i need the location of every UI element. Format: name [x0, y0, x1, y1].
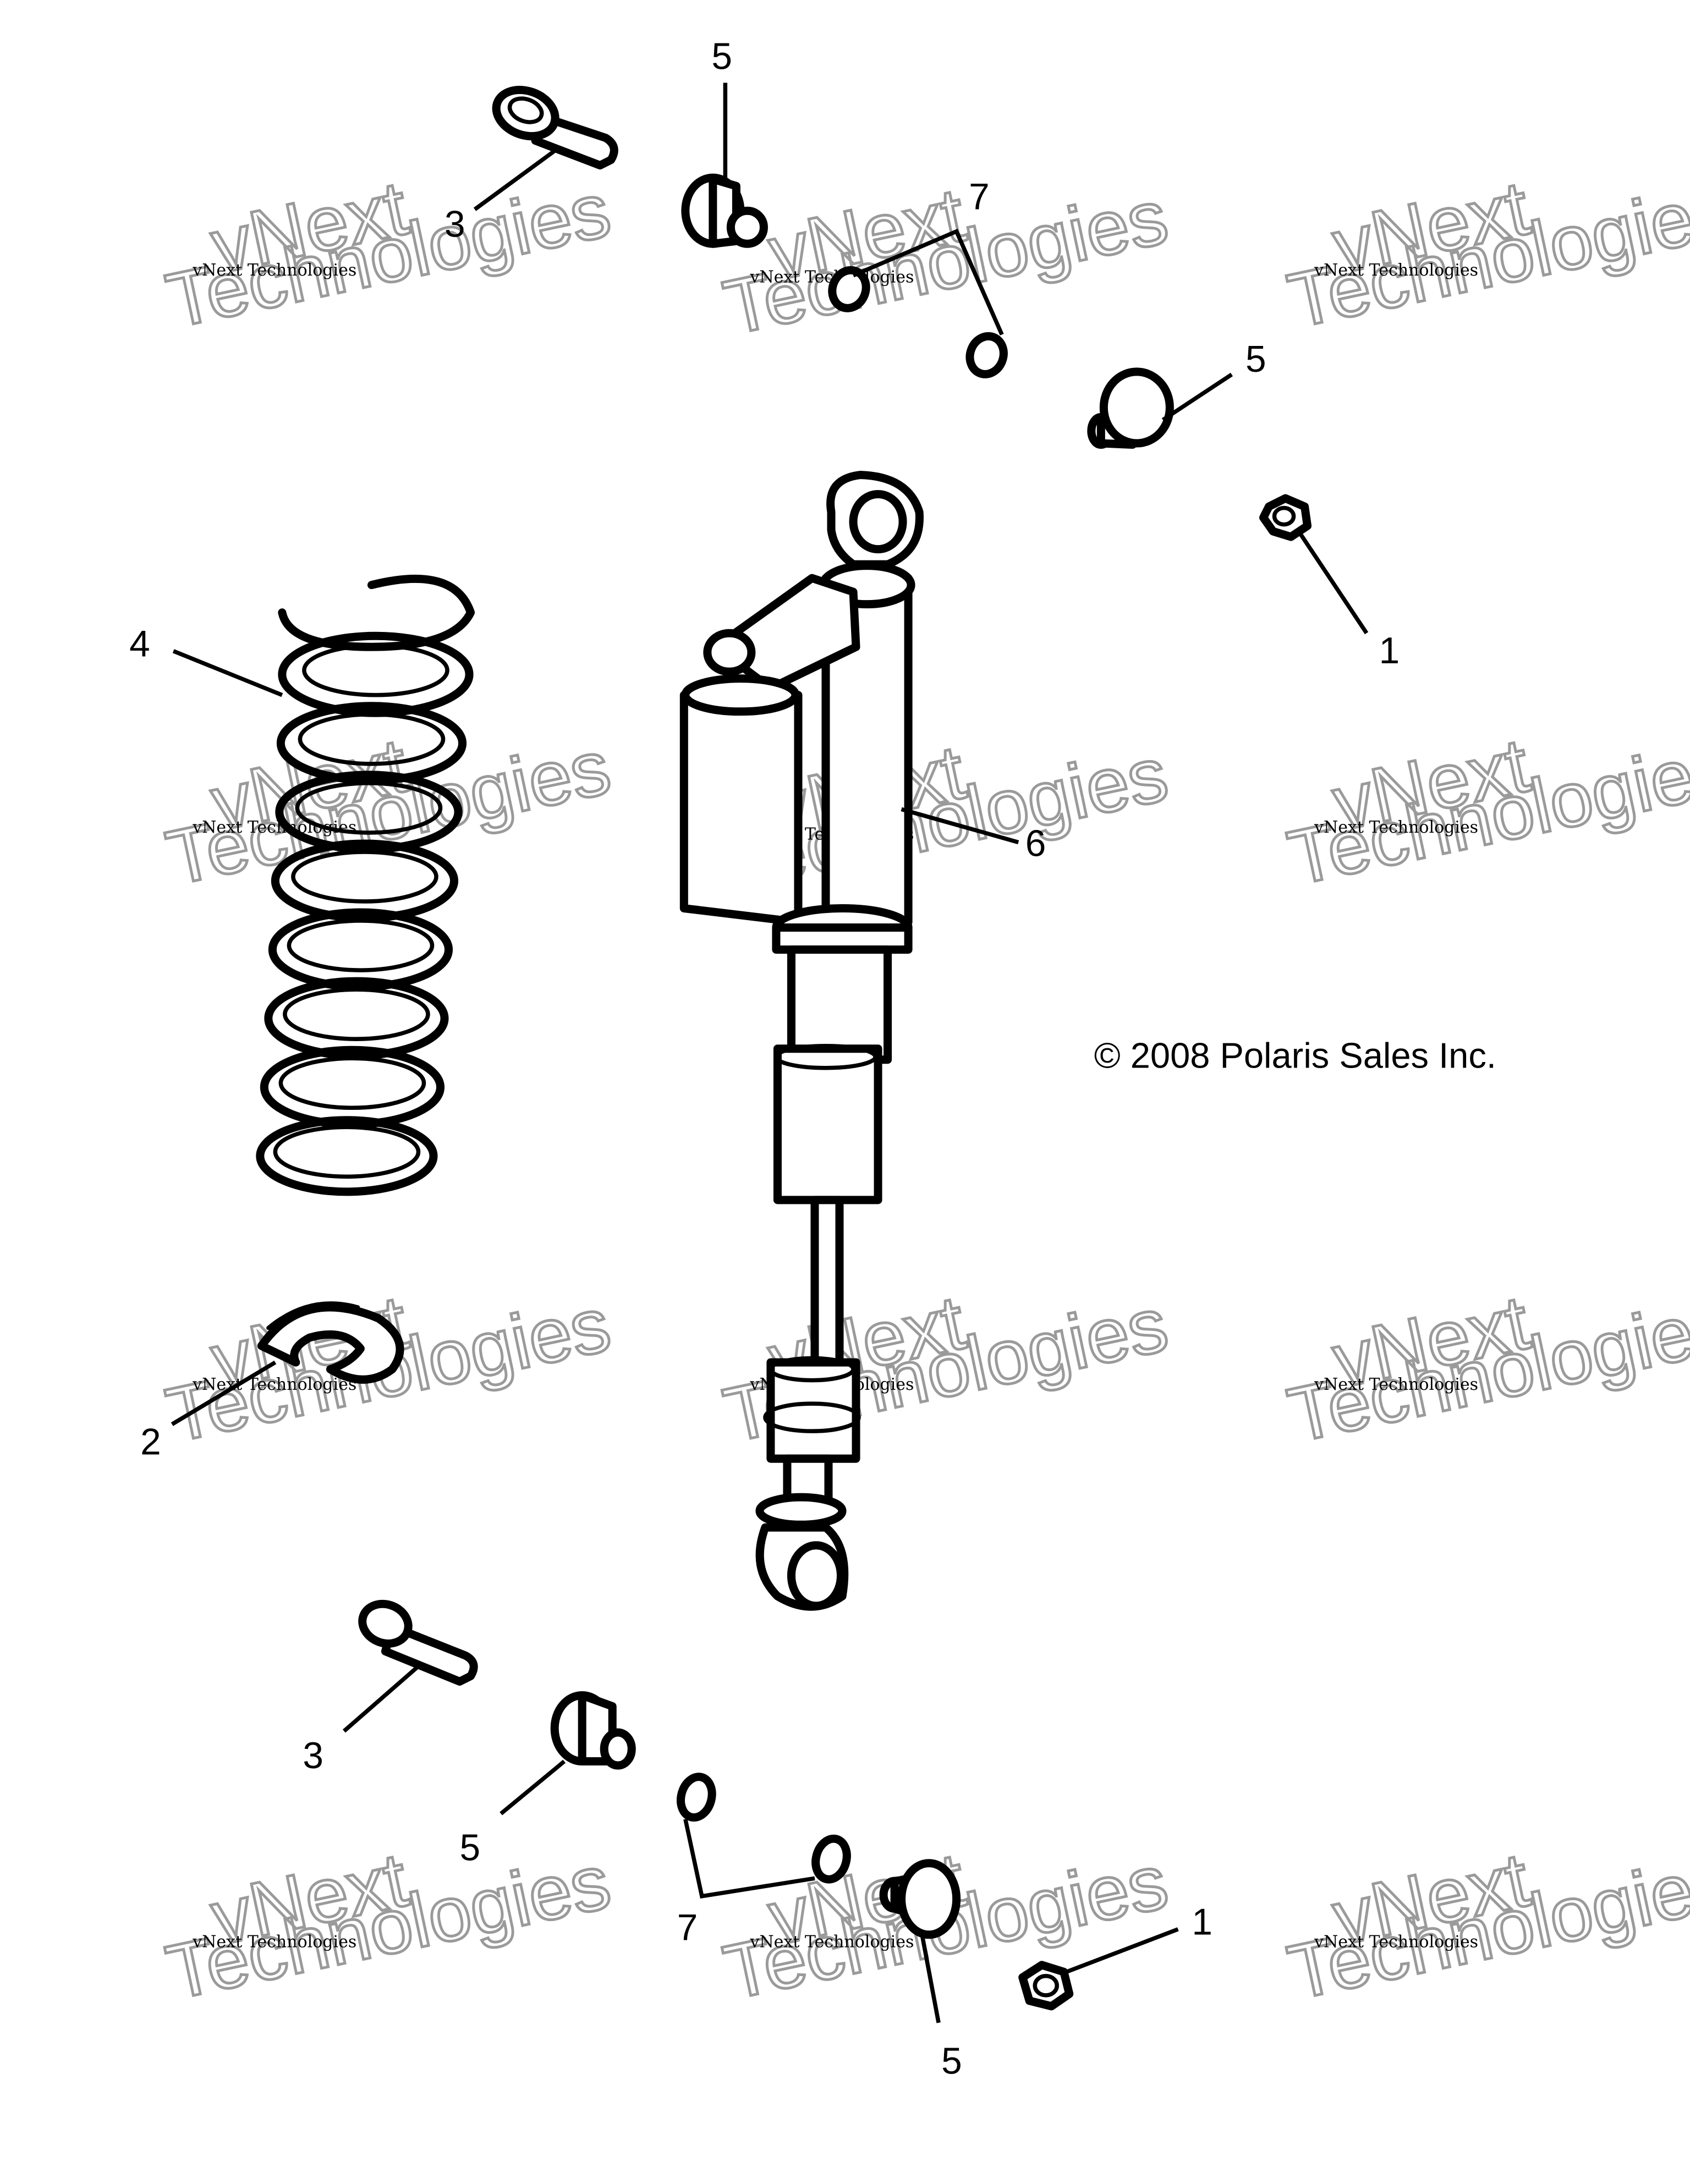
washer-top: [828, 266, 1008, 378]
watermark: vNext Technologies vNext Technologies: [1280, 1834, 1690, 2017]
callout-bushing-bottom-left: 5: [460, 1828, 481, 1869]
svg-text:vNext Technologies: vNext Technologies: [749, 1932, 914, 1951]
callout-bushing-top-right: 5: [1245, 339, 1266, 380]
nut-bottom: [1018, 1961, 1074, 2011]
bushing-bottom-left: [550, 1691, 636, 1770]
leader-shock-absorber: [901, 807, 1019, 845]
callout-washer-bottom: 7: [677, 1907, 698, 1949]
leader-nut-bottom: [1066, 1927, 1179, 1974]
callout-nut-top: 1: [1379, 630, 1400, 672]
svg-text:vNext Technologies: vNext Technologies: [1314, 1375, 1478, 1394]
leader-bolt-top: [473, 147, 559, 211]
leader-bolt-bottom: [342, 1663, 421, 1733]
bushing-bottom-right: [879, 1859, 961, 1939]
watermark: vNext Technologies vNext Technologies: [158, 1834, 618, 2017]
callout-bushing-bottom-right: 5: [941, 2040, 962, 2082]
bolt-bottom: [358, 1599, 478, 1686]
leader-spring-seat: [171, 1360, 277, 1426]
leader-bushing-top-right: [1161, 372, 1233, 422]
callout-bushing-top-left: 5: [711, 36, 732, 78]
leader-nut-top: [1298, 533, 1369, 635]
callout-shock-absorber: 6: [1025, 823, 1046, 864]
callout-bolt-bottom: 3: [303, 1735, 323, 1776]
leader-washer-bottom: [683, 1818, 815, 1899]
callout-nut-bottom: 1: [1192, 1902, 1212, 1943]
copyright-notice: © 2008 Polaris Sales Inc.: [1094, 1036, 1496, 1076]
leader-washer-top: [852, 228, 1004, 335]
svg-text:vNext Technologies: vNext Technologies: [1314, 1932, 1478, 1951]
washer-bottom: [677, 1773, 851, 1884]
watermark: vNext Technologies vNext Technologies: [1280, 163, 1690, 345]
bushing-top-left: [681, 173, 768, 248]
callout-spring-seat: 2: [140, 1422, 161, 1463]
leader-coil-spring: [172, 649, 283, 697]
svg-text:vNext Technologies: vNext Technologies: [192, 1375, 356, 1394]
callout-coil-spring: 4: [129, 624, 150, 665]
nut-top: [1259, 494, 1312, 541]
watermark: vNext Technologies vNext Technologies: [1280, 720, 1690, 903]
svg-text:vNext Technologies: vNext Technologies: [1314, 261, 1478, 280]
svg-text:vNext Technologies: vNext Technologies: [192, 261, 356, 280]
svg-text:vNext Technologies: vNext Technologies: [192, 1932, 356, 1951]
watermark: vNext Technologies vNext Technologies: [1280, 1277, 1690, 1460]
leader-bushing-bottom-left: [500, 1759, 566, 1816]
bolt-top: [492, 86, 618, 170]
callout-washer-top: 7: [969, 177, 990, 218]
coil-spring: [256, 574, 475, 1196]
leader-bushing-bottom-right: [920, 1934, 941, 2023]
spring-seat: [257, 1301, 404, 1384]
shock-absorber: [679, 471, 924, 1611]
bushing-top-right: [1087, 367, 1174, 449]
watermark: vNext Technologies vNext Technologies: [715, 169, 1176, 352]
callout-bolt-top: 3: [445, 204, 465, 245]
svg-text:vNext Technologies: vNext Technologies: [1314, 818, 1478, 837]
